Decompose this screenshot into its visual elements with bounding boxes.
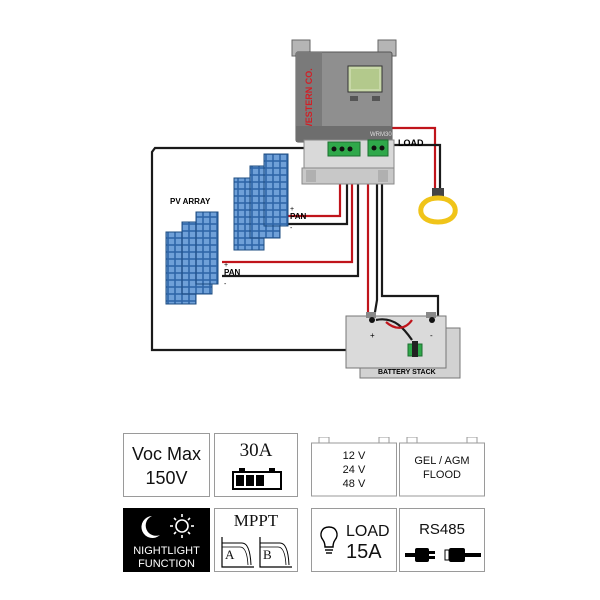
pan-plus-2: + <box>224 262 228 269</box>
pan-label-1: PAN <box>290 212 307 221</box>
pan-minus-1: - <box>290 225 293 232</box>
battery-outline-icon <box>311 437 397 497</box>
load-negative-wire <box>388 143 442 190</box>
nightlight-tile: NIGHTLIGHT FUNCTION <box>123 508 210 572</box>
voltage-48v: 48 V <box>342 478 366 490</box>
battery-plus: + <box>370 331 375 340</box>
controller-brand: WESTERN CO. <box>304 68 314 132</box>
current-rating-value: 30A <box>239 440 273 461</box>
controller-button <box>350 96 358 101</box>
load-label: LOAD <box>398 138 424 148</box>
load-tile-label: LOAD <box>346 523 390 540</box>
voltage-24v: 24 V <box>342 464 366 476</box>
pv-panel-upper <box>233 153 289 251</box>
mppt-label-b: B <box>263 547 272 562</box>
mppt-tile: MPPT A B <box>214 508 298 572</box>
wiring-diagram: WESTERN CO. WRM30 LOAD PV ARRAY PAN <box>150 39 461 379</box>
current-rating-tile: 30A <box>214 433 298 497</box>
pan-minus-2: - <box>224 281 227 288</box>
bulb-icon <box>418 188 458 225</box>
moon-sun-icon <box>141 514 194 538</box>
pan2-negative-wire <box>222 162 360 278</box>
wires <box>150 126 442 352</box>
system-voltage-tile: 12 V 24 V 48 V <box>311 437 397 497</box>
battery-black-wire-right <box>380 180 440 318</box>
mppt-title: MPPT <box>233 511 279 530</box>
battery-negative-wire <box>372 162 379 319</box>
battery-outline-icon <box>399 437 485 497</box>
battery-type-tile: GEL / AGM FLOOD <box>399 437 485 497</box>
battery-stack <box>345 312 461 379</box>
battery-type-flood: FLOOD <box>423 469 461 481</box>
bulb-icon <box>320 526 338 554</box>
plug-connector-icon <box>405 548 481 562</box>
pan-plus-1: + <box>290 206 294 213</box>
battery-type-gel-agm: GEL / AGM <box>414 455 470 467</box>
controller-button <box>372 96 380 101</box>
battery-minus: - <box>430 331 433 340</box>
mppt-curves-icon <box>221 537 292 568</box>
charge-controller: WESTERN CO. WRM30 <box>291 39 397 185</box>
pan-label-2: PAN <box>224 268 241 277</box>
load-tile-value: 15A <box>346 541 382 563</box>
pv-array-label: PV ARRAY <box>170 197 211 206</box>
voc-max-value: 150V <box>145 468 188 488</box>
mppt-label-a: A <box>225 547 235 562</box>
load-rating-tile: LOAD 15A <box>311 508 397 572</box>
battery-negative-loop-wire <box>150 146 355 352</box>
voc-max-label: Voc Max <box>131 444 202 464</box>
battery-icon <box>232 468 282 490</box>
terminal-block-load <box>367 139 389 157</box>
pan2-positive-wire <box>222 162 354 264</box>
voltage-12v: 12 V <box>342 450 366 462</box>
nightlight-label: NIGHTLIGHT <box>133 545 200 557</box>
battery-stack-label: BATTERY STACK <box>378 369 436 376</box>
nightlight-function-label: FUNCTION <box>138 558 195 570</box>
voc-max-tile: Voc Max 150V <box>123 433 210 497</box>
pv-panel-lower <box>165 211 219 305</box>
rs485-label: RS485 <box>419 521 465 538</box>
rs485-tile: RS485 <box>399 508 485 572</box>
controller-model: WRM30 <box>370 132 392 138</box>
